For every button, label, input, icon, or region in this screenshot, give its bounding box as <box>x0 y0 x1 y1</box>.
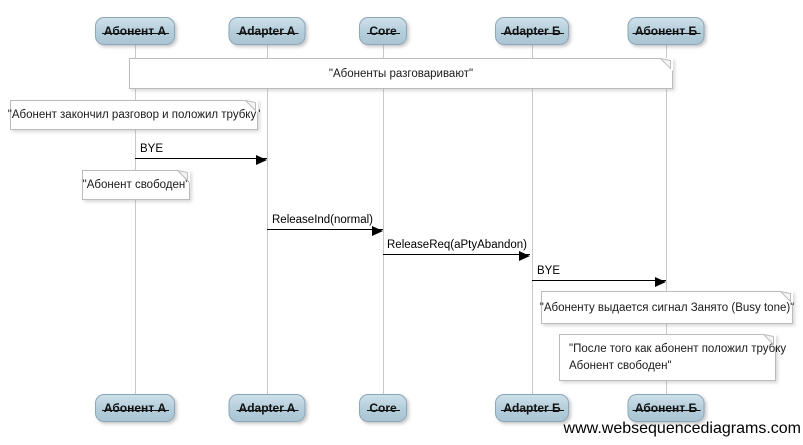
message-label-releaseind: ReleaseInd(normal) <box>272 214 373 226</box>
note-fold-icon <box>177 170 190 183</box>
lifeline-adapter-a <box>267 44 268 395</box>
actor-label: Adapter Б <box>501 401 564 415</box>
actor-label: Adapter A <box>236 401 299 415</box>
message-label-releasereq: ReleaseReq(aPtyAbandon) <box>387 239 528 251</box>
note-fold-icon <box>245 100 258 113</box>
actor-label: Абонент Б <box>632 24 701 38</box>
arrowhead-icon <box>256 154 267 165</box>
note-text-line: "После того как абонент положил трубку <box>569 343 787 355</box>
message-label-bye-2: BYE <box>537 265 561 277</box>
message-label-bye-1: BYE <box>140 143 164 155</box>
lifeline-abonent-a <box>135 44 136 395</box>
actor-bottom-abonent-a: Абонент А <box>95 394 175 422</box>
note-conversation: "Абоненты разговаривают" <box>129 58 673 89</box>
note-text-line: Абонент свободен" <box>569 360 672 372</box>
message-arrow-releasereq <box>383 250 530 261</box>
watermark-link[interactable]: www.websequencediagrams.com <box>563 420 801 437</box>
actor-bottom-core: Core <box>359 394 407 422</box>
arrowhead-icon <box>519 250 530 261</box>
lifeline-adapter-b <box>532 44 533 395</box>
actor-top-core: Core <box>359 17 407 45</box>
actor-label: Абонент Б <box>632 401 701 415</box>
actor-label: Adapter A <box>236 24 299 38</box>
note-text: "Абоненты разговаривают" <box>328 67 474 80</box>
note-text: "Абоненту выдается сигнал Занято (Busy t… <box>539 301 795 314</box>
actor-label: Adapter Б <box>501 24 564 38</box>
message-arrow-bye-1 <box>135 154 267 165</box>
note-text: "Абонент свободен" <box>82 179 190 191</box>
message-arrow-bye-2 <box>532 276 666 287</box>
note-hangup: "Абонент закончил разговор и положил тру… <box>7 100 261 130</box>
actor-bottom-abonent-b: Абонент Б <box>627 394 705 422</box>
note-busy-tone: "Абоненту выдается сигнал Занято (Busy t… <box>539 291 795 324</box>
actor-top-abonent-a: Абонент А <box>95 17 175 45</box>
actor-label: Core <box>367 401 401 415</box>
lifeline-abonent-b <box>666 44 667 395</box>
actor-top-adapter-b: Adapter Б <box>495 17 569 45</box>
actor-top-abonent-b: Абонент Б <box>627 17 705 45</box>
actor-label: Core <box>367 24 401 38</box>
note-after-hangup: "После того как абонент положил трубку А… <box>559 334 787 381</box>
arrowhead-icon <box>655 276 666 287</box>
note-text: "Абонент закончил разговор и положил тру… <box>7 109 261 121</box>
actor-label: Абонент А <box>101 24 170 38</box>
actor-top-adapter-a: Adapter A <box>228 17 306 45</box>
actor-bottom-adapter-a: Adapter A <box>228 394 306 422</box>
actor-label: Абонент А <box>101 401 170 415</box>
arrowhead-icon <box>372 225 383 236</box>
note-fold-icon <box>660 58 673 71</box>
actor-bottom-adapter-b: Adapter Б <box>495 394 569 422</box>
lifeline-core <box>383 44 384 395</box>
message-arrow-releaseind <box>267 225 383 236</box>
note-fold-icon <box>763 334 776 347</box>
note-free-a: "Абонент свободен" <box>82 170 190 200</box>
note-fold-icon <box>780 291 793 304</box>
